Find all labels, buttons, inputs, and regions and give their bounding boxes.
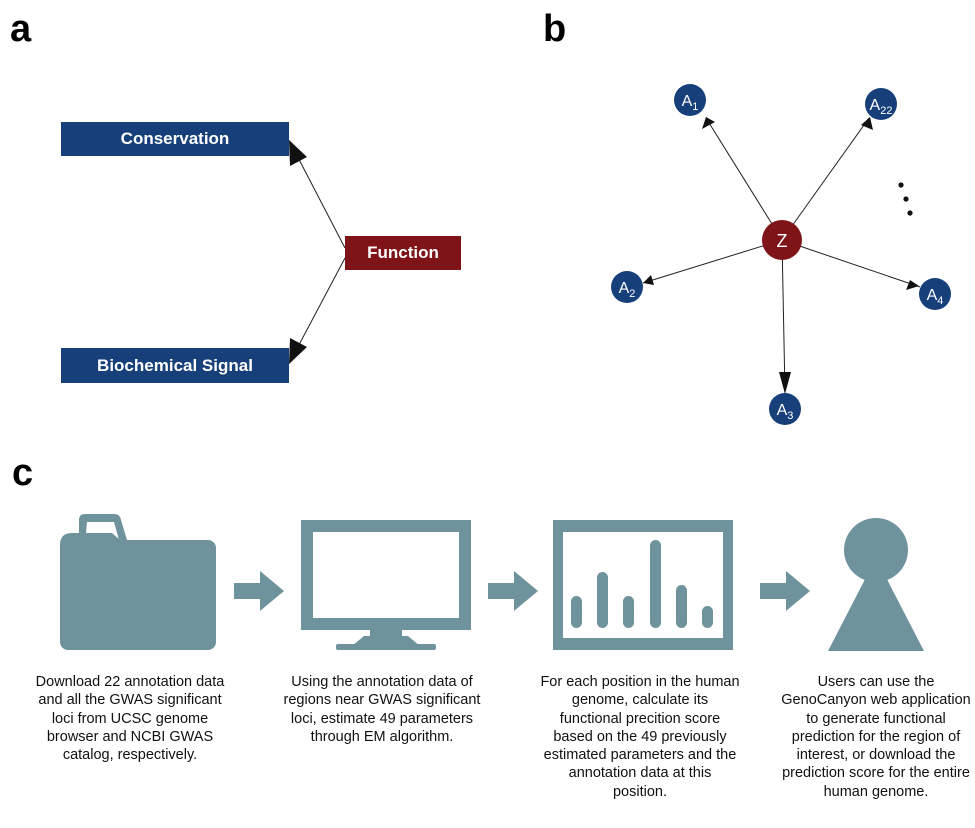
- panel-a-label: a: [10, 8, 32, 50]
- user-icon: [828, 518, 924, 651]
- arrowhead-a4: [906, 280, 919, 290]
- node-a1-base: A: [682, 93, 693, 110]
- step-2-caption: Using the annotation data of regions nea…: [283, 674, 481, 745]
- step-4-caption: Users can use the GenoCanyon web applica…: [781, 674, 971, 800]
- arrow-to-conservation: [291, 145, 346, 249]
- monitor-icon: [301, 520, 471, 650]
- node-a2-sub: 2: [629, 288, 635, 300]
- edge-z-a22: [781, 117, 870, 241]
- arrowhead-biochemical: [289, 338, 307, 364]
- flow-arrow-1: [234, 571, 284, 611]
- conservation-label: Conservation: [120, 129, 230, 148]
- arrowhead-a3: [779, 372, 791, 394]
- node-a3-base: A: [777, 402, 788, 419]
- node-a4: A4: [919, 278, 951, 310]
- conservation-box: Conservation: [61, 122, 289, 156]
- node-a1-sub: 1: [692, 101, 698, 113]
- biochemical-signal-box: Biochemical Signal: [61, 348, 289, 383]
- ellipsis-dots: [898, 182, 913, 216]
- function-box: Function: [345, 236, 461, 270]
- svg-text:A1: A1: [682, 93, 699, 113]
- flow-arrow-2: [488, 571, 538, 611]
- node-z: [762, 220, 802, 260]
- svg-text:A2: A2: [619, 280, 636, 300]
- node-a3-sub: 3: [787, 410, 793, 422]
- svg-text:A3: A3: [777, 402, 794, 422]
- node-a4-sub: 4: [937, 295, 943, 307]
- node-a22-base: A: [870, 97, 881, 114]
- biochemical-signal-label: Biochemical Signal: [97, 355, 253, 375]
- edge-z-a4: [781, 239, 921, 288]
- arrow-to-biochemical: [291, 257, 346, 359]
- svg-text:A22: A22: [870, 97, 893, 117]
- svg-text:A4: A4: [927, 287, 944, 307]
- arrowhead-conservation: [289, 140, 307, 166]
- step-3-caption: For each position in the human genome, c…: [540, 674, 740, 800]
- node-a3: A3: [769, 393, 801, 425]
- panel-c-label: c: [12, 452, 34, 494]
- arrowhead-a2: [643, 275, 654, 285]
- folder-icon: [60, 514, 216, 650]
- arrowhead-a22: [861, 117, 873, 130]
- edge-z-a2: [642, 239, 783, 284]
- function-label: Function: [367, 243, 439, 262]
- node-a4-base: A: [927, 287, 938, 304]
- node-z-label: Z: [777, 231, 788, 251]
- edge-z-a3: [781, 239, 786, 394]
- edge-z-a1: [705, 117, 783, 241]
- node-a22-sub: 22: [880, 105, 892, 117]
- node-a2-base: A: [619, 280, 630, 297]
- flow-arrow-3: [760, 571, 810, 611]
- node-a2: A2: [611, 271, 643, 303]
- panel-b-label: b: [543, 8, 567, 50]
- node-a22: A22: [865, 88, 897, 120]
- bar-chart-icon: [553, 520, 733, 650]
- step-1-caption: Download 22 annotation data and all the …: [35, 674, 225, 764]
- arrowhead-a1: [702, 117, 715, 129]
- node-a1: A1: [674, 84, 706, 116]
